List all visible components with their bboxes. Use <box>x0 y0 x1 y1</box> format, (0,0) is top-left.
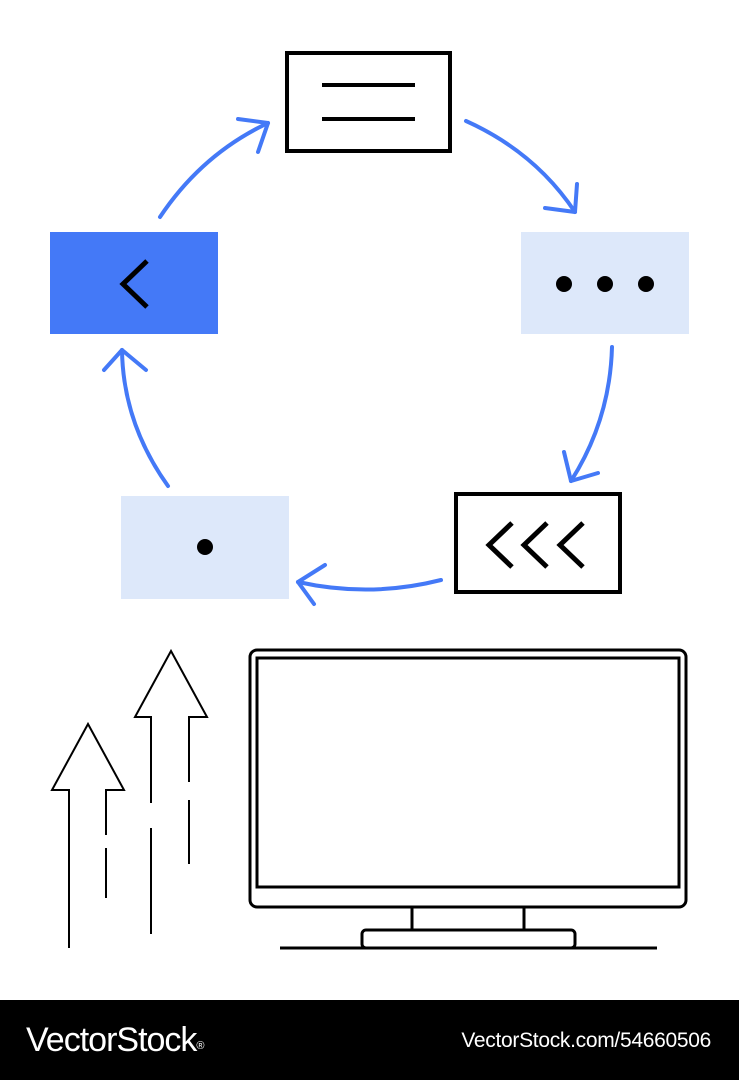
cycle-arrow-2 <box>562 345 614 483</box>
cycle-illustration <box>50 51 689 950</box>
brand-logo: VectorStock® <box>26 1021 205 1059</box>
cycle-arrow-4 <box>102 348 170 488</box>
ellipsis-icon <box>556 276 654 292</box>
cycle-arrow-3 <box>296 563 443 606</box>
node-dot <box>121 496 289 599</box>
image-id: VectorStock.com/54660506 <box>461 1029 711 1052</box>
node-menu <box>285 51 452 153</box>
node-more <box>521 232 689 334</box>
chevron-left-icon <box>119 259 149 309</box>
monitor-icon <box>248 648 688 950</box>
cycle-arrow-1 <box>464 119 579 214</box>
menu-lines-icon <box>322 83 415 121</box>
dot-icon <box>197 539 213 555</box>
watermark-footer: VectorStock® VectorStock.com/54660506 <box>0 1000 739 1080</box>
node-rewind <box>454 492 622 594</box>
node-back <box>50 232 218 334</box>
triple-chevron-left-icon <box>485 521 585 569</box>
cycle-arrow-5 <box>158 117 270 219</box>
up-arrow-icon <box>50 721 126 948</box>
up-arrow-icon <box>133 648 209 934</box>
